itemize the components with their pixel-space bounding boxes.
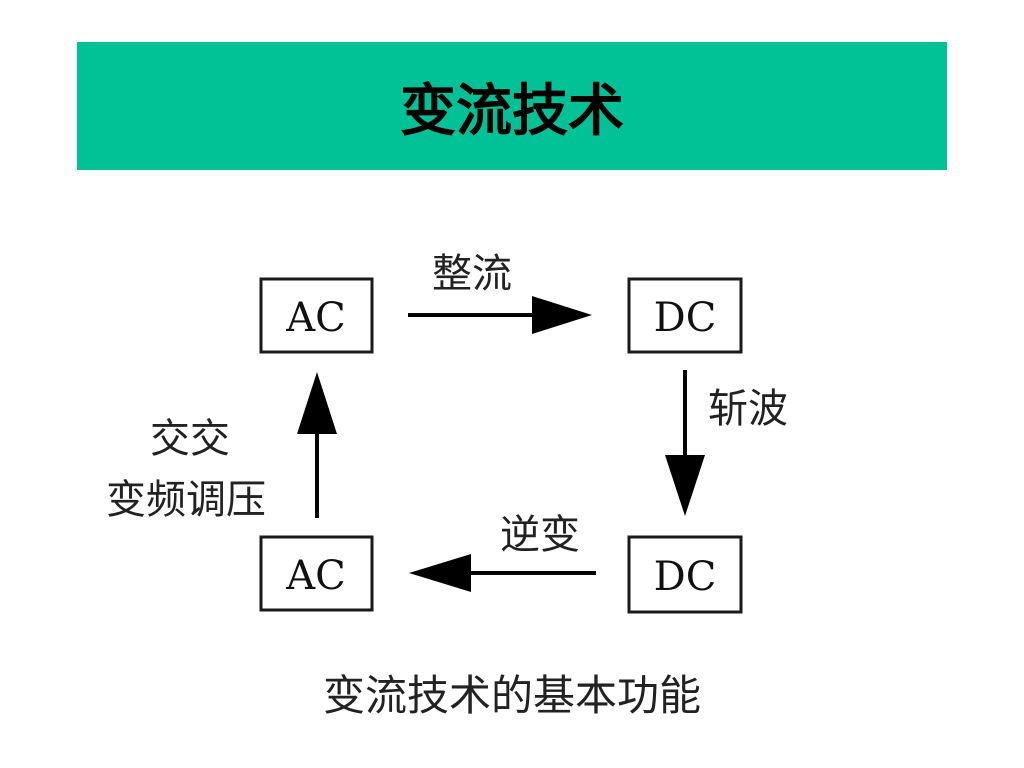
edge-invert: 逆变 bbox=[409, 512, 596, 592]
edge-ac-ac-label-line1: 交交 bbox=[150, 416, 230, 462]
edge-ac-ac-label-line2: 变频调压 bbox=[106, 477, 266, 523]
node-ac-top: AC bbox=[259, 277, 374, 354]
edge-rectify-label: 整流 bbox=[432, 251, 512, 297]
edge-chopper: 斩波 bbox=[665, 370, 788, 516]
edge-invert-label: 逆变 bbox=[500, 512, 580, 558]
edge-rectify: 整流 bbox=[408, 251, 592, 334]
edge-chopper-label: 斩波 bbox=[708, 386, 788, 432]
node-dc-bottom-box bbox=[627, 535, 743, 614]
node-ac-bottom: AC bbox=[259, 535, 374, 612]
node-dc-bottom-label: DC bbox=[654, 554, 717, 600]
slide-title: 变流技术 bbox=[400, 78, 624, 144]
node-ac-top-label: AC bbox=[285, 295, 346, 341]
node-dc-bottom: DC bbox=[627, 535, 743, 614]
edge-ac-ac-arrowhead bbox=[297, 372, 337, 434]
edge-invert-arrowhead bbox=[409, 554, 471, 592]
edge-chopper-arrowhead bbox=[665, 455, 705, 516]
edge-rectify-arrowhead bbox=[532, 296, 592, 334]
edge-ac-ac: 交交 变频调压 bbox=[106, 372, 337, 523]
title-bar: 变流技术 bbox=[77, 42, 947, 170]
node-dc-top-label: DC bbox=[654, 295, 717, 341]
node-ac-bottom-label: AC bbox=[285, 553, 346, 599]
node-ac-bottom-box bbox=[259, 535, 374, 612]
figure-caption: 变流技术的基本功能 bbox=[322, 671, 701, 720]
node-ac-top-box bbox=[259, 277, 374, 354]
node-dc-top: DC bbox=[627, 277, 743, 354]
node-dc-top-box bbox=[627, 277, 743, 354]
